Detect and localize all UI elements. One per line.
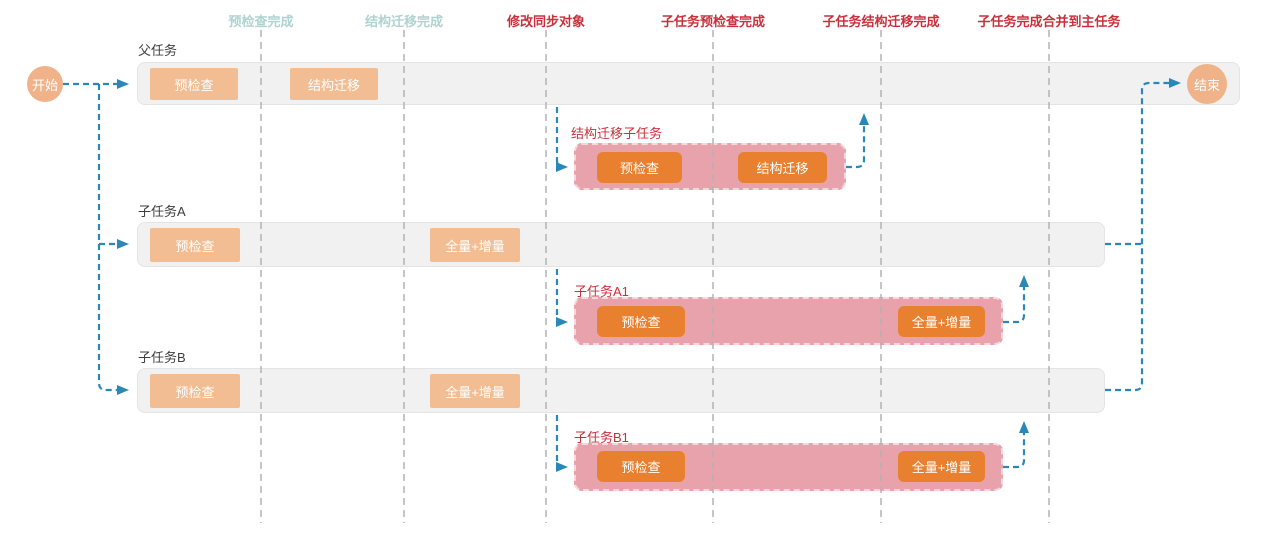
milestone-precheck-done: 预检查完成 bbox=[228, 14, 294, 29]
lane-label-subtask-a: 子任务A bbox=[138, 204, 186, 219]
step-structsub-precheck: 预检查 bbox=[597, 152, 682, 183]
step-b1-precheck: 预检查 bbox=[597, 451, 685, 482]
arrow-structsub-to-parent bbox=[846, 113, 869, 169]
step-b-precheck: 预检查 bbox=[150, 374, 240, 408]
milestone-subtask-struct-done: 子任务结构迁移完成 bbox=[822, 14, 940, 29]
step-parent-struct-migration: 结构迁移 bbox=[290, 68, 378, 100]
step-a1-precheck: 预检查 bbox=[597, 306, 685, 337]
subtask-label-b1: 子任务B1 bbox=[574, 430, 629, 445]
step-structsub-struct-migration: 结构迁移 bbox=[738, 152, 827, 183]
arrow-subtask-b-to-b1 bbox=[555, 415, 568, 472]
step-a-full-incremental: 全量+增量 bbox=[430, 228, 520, 262]
lane-label-parent: 父任务 bbox=[138, 43, 178, 58]
arrow-a1-to-subtask-a bbox=[1003, 275, 1029, 324]
lane-subtask-a bbox=[137, 222, 1105, 267]
milestone-subtask-merge-done: 子任务完成合并到主任务 bbox=[977, 14, 1121, 29]
subtask-label-a1: 子任务A1 bbox=[574, 284, 629, 299]
arrow-start-to-subtask-b bbox=[97, 84, 129, 395]
arrow-b1-to-subtask-b bbox=[1003, 421, 1029, 469]
arrow-subtask-b-to-end bbox=[1105, 78, 1181, 392]
end-node: 结束 bbox=[1187, 64, 1227, 104]
milestone-subtask-precheck-done: 子任务预检查完成 bbox=[660, 14, 766, 29]
step-a-precheck: 预检查 bbox=[150, 228, 240, 262]
step-b-full-incremental: 全量+增量 bbox=[430, 374, 520, 408]
step-parent-precheck: 预检查 bbox=[150, 68, 238, 100]
milestone-modify-sync-objects: 修改同步对象 bbox=[506, 14, 586, 29]
start-node: 开始 bbox=[27, 66, 63, 102]
step-a1-full-incremental: 全量+增量 bbox=[898, 306, 985, 337]
subtask-label-struct-migration: 结构迁移子任务 bbox=[571, 126, 663, 141]
lane-label-subtask-b: 子任务B bbox=[138, 350, 186, 365]
milestone-struct-migration-done: 结构迁移完成 bbox=[364, 14, 444, 29]
arrow-subtask-a-to-a1 bbox=[555, 269, 568, 327]
arrow-parent-to-structsub bbox=[555, 107, 568, 172]
step-b1-full-incremental: 全量+增量 bbox=[898, 451, 985, 482]
lane-subtask-b bbox=[137, 368, 1105, 413]
